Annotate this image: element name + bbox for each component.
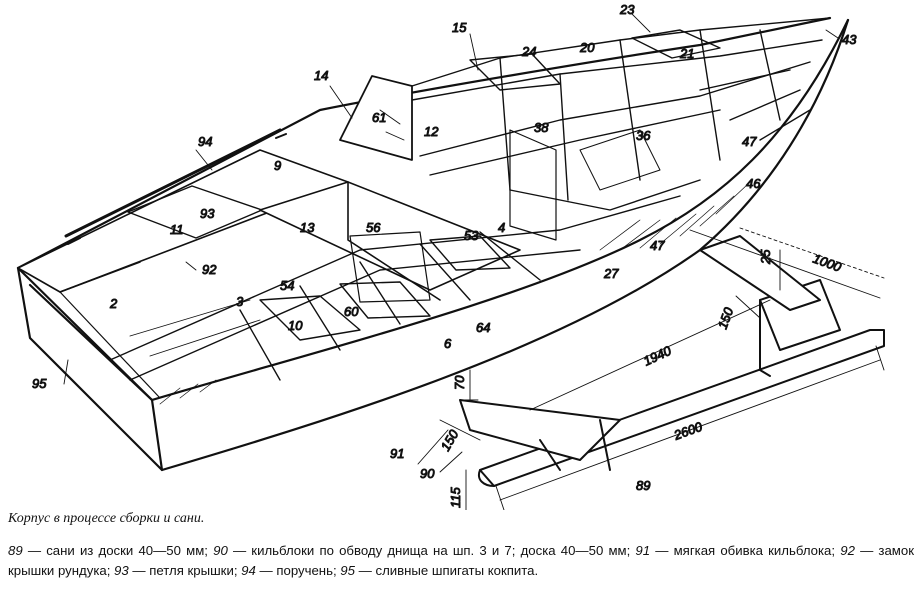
part-labels: 2 3 4 6 9 10 11 12 13 14 15 20 21 23 24 … <box>32 2 858 494</box>
dim-150-left: 150 <box>438 427 462 454</box>
label-20: 20 <box>579 40 595 55</box>
label-9: 9 <box>274 158 281 173</box>
label-14: 14 <box>314 68 328 83</box>
legend-text: — замок крышки рундука; <box>8 543 914 578</box>
label-46: 46 <box>746 176 761 191</box>
label-36: 36 <box>636 128 651 143</box>
dim-25: 25 <box>758 249 773 265</box>
sled <box>459 235 885 487</box>
legend-text: — мягкая обивка кильблока; <box>650 543 841 558</box>
bulkhead <box>339 75 413 161</box>
label-27: 27 <box>603 266 619 281</box>
hull-outline <box>16 16 850 472</box>
label-53: 53 <box>464 228 479 243</box>
label-95: 95 <box>32 376 47 391</box>
aft-deck <box>17 128 349 293</box>
label-47-upper: 47 <box>742 134 757 149</box>
dim-115: 115 <box>448 487 463 508</box>
label-54: 54 <box>280 278 294 293</box>
legend-text: — петля крышки; <box>128 563 242 578</box>
label-64: 64 <box>476 320 490 335</box>
legend-number: 95 <box>340 563 355 578</box>
label-3: 3 <box>236 294 244 309</box>
label-10: 10 <box>288 318 303 333</box>
legend-text: — сани из доски 40—50 мм; <box>22 543 214 558</box>
label-24: 24 <box>521 44 536 59</box>
label-21: 21 <box>679 46 694 61</box>
label-4: 4 <box>498 220 505 235</box>
label-94: 94 <box>198 134 212 149</box>
leader-lines <box>63 13 839 473</box>
legend-number: 90 <box>213 543 228 558</box>
label-38: 38 <box>534 120 549 135</box>
label-23: 23 <box>619 2 635 17</box>
legend-number: 94 <box>241 563 256 578</box>
label-11: 11 <box>170 222 184 237</box>
legend-number: 89 <box>8 543 23 558</box>
legend-number: 93 <box>114 563 129 578</box>
dimension-lines <box>439 227 885 510</box>
label-15: 15 <box>452 20 467 35</box>
label-89: 89 <box>636 478 650 493</box>
legend-number: 91 <box>635 543 651 558</box>
dim-150-right: 150 <box>715 305 737 331</box>
figure-caption-title: Корпус в процессе сборки и сани. <box>8 511 205 526</box>
label-92: 92 <box>202 262 217 277</box>
figure-legend: 89 — сани из доски 40—50 мм; 90 — кильбл… <box>8 541 914 581</box>
legend-text: — кильблоки по обводу днища на шп. 3 и 7… <box>227 543 636 558</box>
hull-hatching <box>159 183 749 405</box>
label-12: 12 <box>424 124 439 139</box>
legend-number: 92 <box>840 543 855 558</box>
deck-framing <box>411 17 831 211</box>
dim-70: 70 <box>452 375 467 390</box>
label-43: 43 <box>842 32 857 47</box>
legend-text: — поручень; <box>255 563 341 578</box>
label-90: 90 <box>420 466 435 481</box>
label-56: 56 <box>366 220 381 235</box>
boat-hull-assembly-drawing: 2 3 4 6 9 10 11 12 13 14 15 20 21 23 24 … <box>16 2 885 510</box>
bottom-framing <box>109 129 681 381</box>
label-60: 60 <box>344 304 359 319</box>
label-61: 61 <box>372 110 386 125</box>
label-93: 93 <box>200 206 215 221</box>
dim-1000: 1000 <box>811 251 844 275</box>
label-13: 13 <box>300 220 315 235</box>
label-2: 2 <box>109 296 118 311</box>
label-6: 6 <box>444 336 452 351</box>
legend-text: — сливные шпигаты кокпита. <box>354 563 539 578</box>
label-91: 91 <box>390 446 404 461</box>
dim-2600: 2600 <box>671 419 705 444</box>
label-47-lower: 47 <box>650 238 665 253</box>
